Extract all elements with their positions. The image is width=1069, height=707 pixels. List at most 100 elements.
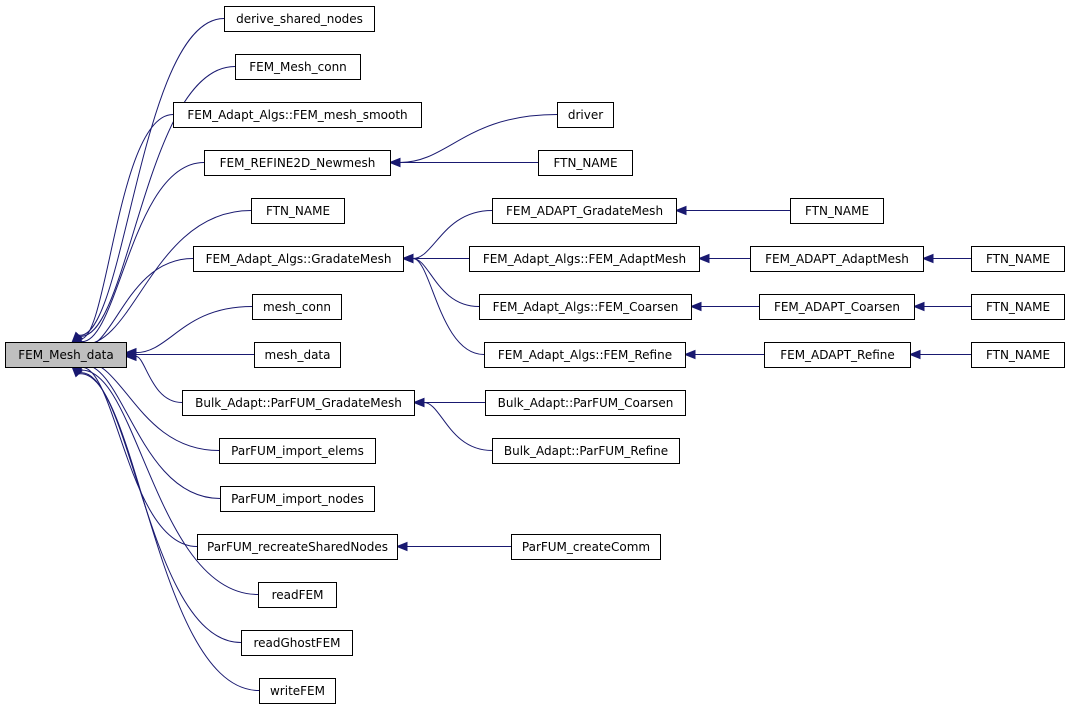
node-box <box>241 630 353 656</box>
call-edge-n24-to-n12 <box>395 541 511 552</box>
node-box <box>258 582 337 608</box>
node-label: Bulk_Adapt::ParFUM_GradateMesh <box>195 396 402 410</box>
graph-node[interactable]: FTN_NAME <box>971 294 1065 320</box>
graph-node[interactable]: writeFEM <box>259 678 336 704</box>
call-edge-n6-to-n0 <box>70 258 194 353</box>
graph-node[interactable]: FTN_NAME <box>538 150 633 176</box>
call-edge-n23-to-n9 <box>412 397 493 451</box>
node-label: mesh_data <box>265 348 331 362</box>
graph-node[interactable]: FEM_Adapt_Algs::FEM_AdaptMesh <box>469 246 700 272</box>
call-edge-n7-to-n0 <box>124 306 253 358</box>
graph-node[interactable]: driver <box>557 102 614 128</box>
arrowhead <box>689 301 702 312</box>
edge-line <box>78 373 260 691</box>
arrowhead <box>71 365 83 378</box>
node-label: FEM_ADAPT_AdaptMesh <box>765 252 909 266</box>
node-label: FTN_NAME <box>553 156 617 170</box>
call-edge-n26-to-n19 <box>697 253 750 264</box>
node-box <box>759 294 915 320</box>
call-edge-n12-to-n0 <box>70 361 198 547</box>
node-label: Bulk_Adapt::ParFUM_Refine <box>504 444 668 458</box>
node-box <box>252 294 342 320</box>
graph-node[interactable]: mesh_conn <box>252 294 342 320</box>
call-edge-n28-to-n21 <box>683 349 764 360</box>
edge-line <box>78 18 225 336</box>
node-label: readGhostFEM <box>253 636 340 650</box>
graph-node[interactable]: FEM_Adapt_Algs::GradateMesh <box>193 246 404 272</box>
node-label: ParFUM_import_nodes <box>231 492 364 506</box>
node-label: FEM_Mesh_data <box>18 348 113 362</box>
graph-node[interactable]: ParFUM_import_nodes <box>220 486 375 512</box>
node-box <box>173 102 422 128</box>
node-label: FTN_NAME <box>986 252 1050 266</box>
node-label: derive_shared_nodes <box>236 12 363 26</box>
node-box <box>790 198 884 224</box>
graph-node[interactable]: FEM_Adapt_Algs::FEM_mesh_smooth <box>173 102 422 128</box>
node-box <box>469 246 700 272</box>
arrowhead <box>697 253 710 264</box>
graph-node[interactable]: ParFUM_import_elems <box>219 438 376 464</box>
node-label: ParFUM_recreateSharedNodes <box>207 540 388 554</box>
node-box <box>511 534 661 560</box>
graph-node[interactable]: Bulk_Adapt::ParFUM_Coarsen <box>485 390 686 416</box>
graph-node[interactable]: Bulk_Adapt::ParFUM_Refine <box>492 438 680 464</box>
arrowhead <box>412 397 425 408</box>
node-box <box>750 246 924 272</box>
call-edge-n17-to-n4 <box>388 157 539 168</box>
graph-node[interactable]: FEM_REFINE2D_Newmesh <box>204 150 391 176</box>
graph-node[interactable]: derive_shared_nodes <box>224 6 375 32</box>
graph-node[interactable]: FTN_NAME <box>251 198 345 224</box>
graph-node[interactable]: FTN_NAME <box>971 342 1065 368</box>
graph-node[interactable]: Bulk_Adapt::ParFUM_GradateMesh <box>182 390 415 416</box>
edge-line <box>399 114 558 163</box>
graph-node[interactable]: FTN_NAME <box>790 198 884 224</box>
graph-node[interactable]: ParFUM_recreateSharedNodes <box>197 534 398 560</box>
graph-node[interactable]: FEM_ADAPT_GradateMesh <box>492 198 677 224</box>
graph-node[interactable]: FEM_ADAPT_Refine <box>764 342 911 368</box>
node-box <box>254 342 341 368</box>
graph-node[interactable]: mesh_data <box>254 342 341 368</box>
node-box <box>224 6 375 32</box>
edge-line <box>80 366 198 547</box>
edge-line <box>79 114 174 340</box>
graph-node[interactable]: readGhostFEM <box>241 630 353 656</box>
arrowhead <box>124 351 137 362</box>
graph-node[interactable]: readFEM <box>258 582 337 608</box>
node-box <box>220 486 375 512</box>
node-box <box>971 246 1065 272</box>
node-box <box>259 678 336 704</box>
node-box <box>193 246 404 272</box>
call-edge-n11-to-n0 <box>70 359 221 499</box>
node-label: FEM_Mesh_conn <box>249 60 347 74</box>
arrowhead <box>912 301 925 312</box>
node-box <box>971 294 1065 320</box>
node-box <box>492 198 677 224</box>
graph-node[interactable]: FEM_ADAPT_Coarsen <box>759 294 915 320</box>
call-edge-n3-to-n0 <box>70 114 174 346</box>
node-label: driver <box>568 108 603 122</box>
node-label: ParFUM_import_elems <box>231 444 364 458</box>
focus-node[interactable]: FEM_Mesh_data <box>5 342 127 368</box>
node-box <box>764 342 911 368</box>
node-label: FEM_ADAPT_GradateMesh <box>506 204 663 218</box>
graph-node[interactable]: FTN_NAME <box>971 246 1065 272</box>
node-box <box>484 342 686 368</box>
node-label: FEM_Adapt_Algs::GradateMesh <box>206 252 392 266</box>
node-label: FTN_NAME <box>266 204 330 218</box>
node-box <box>492 438 680 464</box>
graph-node[interactable]: FEM_Adapt_Algs::FEM_Refine <box>484 342 686 368</box>
node-box <box>485 390 686 416</box>
graph-node[interactable]: FEM_Adapt_Algs::FEM_Coarsen <box>479 294 692 320</box>
edge-line <box>80 162 205 343</box>
edge-line <box>412 258 485 355</box>
edge-line <box>412 258 480 307</box>
arrowhead <box>908 349 921 360</box>
arrowhead <box>674 205 687 216</box>
graph-node[interactable]: FEM_ADAPT_AdaptMesh <box>750 246 924 272</box>
graph-node[interactable]: FEM_Mesh_conn <box>235 54 361 80</box>
graph-node[interactable]: ParFUM_createComm <box>511 534 661 560</box>
node-label: FEM_Adapt_Algs::FEM_mesh_smooth <box>187 108 407 122</box>
call-edge-n27-to-n20 <box>689 301 759 312</box>
edge-line <box>79 66 236 337</box>
